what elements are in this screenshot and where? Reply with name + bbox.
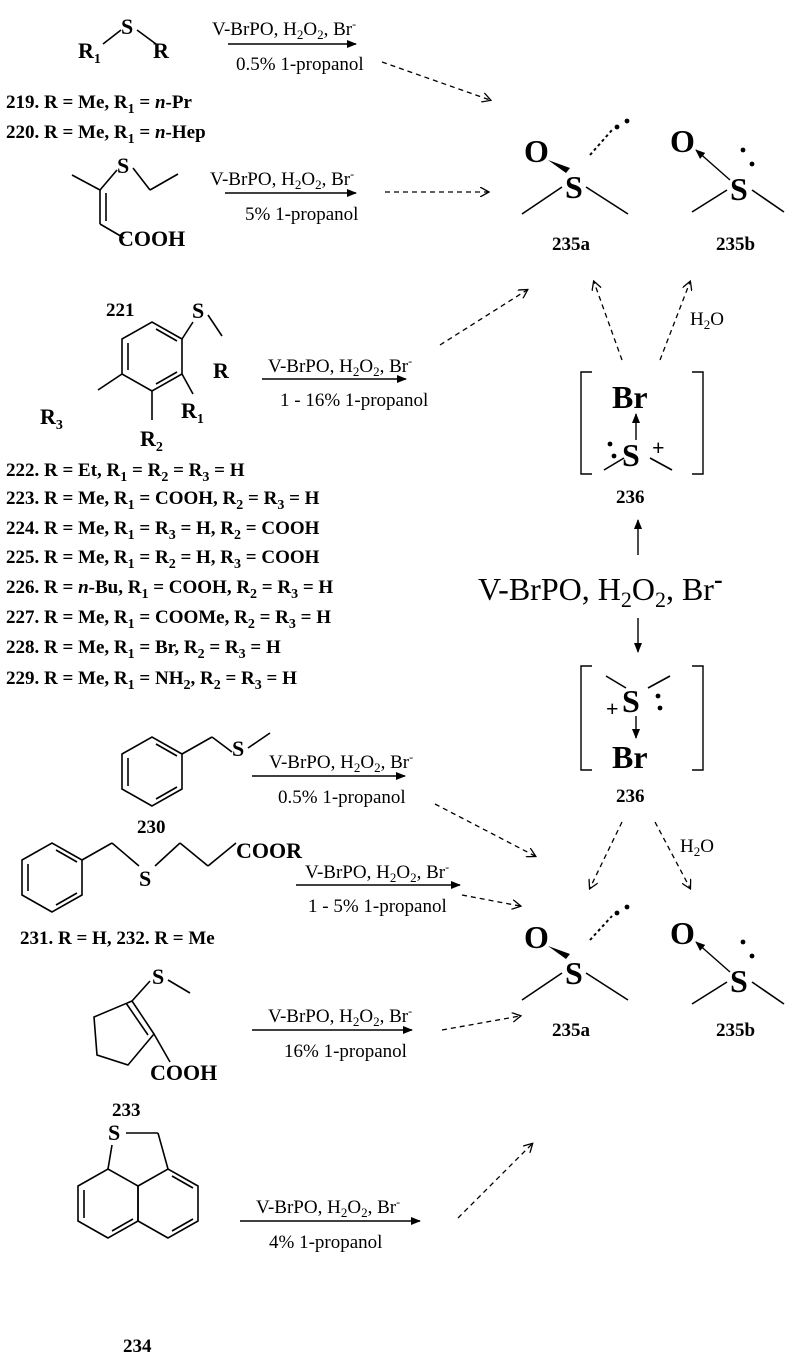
compound-number-230: 230 [137, 817, 166, 838]
substrate-233: S COOH [93, 964, 217, 1085]
compound-number-235a-top: 235a [552, 234, 591, 255]
compound-line-224: 224. R = Me, R1 = R3 = H, R2 = COOH [6, 518, 320, 543]
reagent-233: V-BrPO, H2O2, Br- [268, 1004, 412, 1029]
sulfur-235a-bottom: S [565, 955, 583, 991]
compound-line-227: 227. R = Me, R1 = COOMe, R2 = R3 = H [6, 607, 331, 632]
dashed-arrow-231 [461, 894, 520, 906]
substrate-219: R1 S R [78, 14, 170, 67]
svg-text:S: S [117, 153, 129, 178]
r1-label-222: R1 [181, 398, 204, 427]
condition-231: 1 - 5% 1-propanol [308, 896, 447, 917]
condition-219: 0.5% 1-propanol [236, 54, 364, 75]
reagent-222: V-BrPO, H2O2, Br- [268, 354, 412, 379]
bromine-236-top: Br [612, 379, 648, 415]
compound-line-225: 225. R = Me, R1 = R2 = H, R3 = COOH [6, 547, 320, 572]
cooh-221: COOH [118, 226, 185, 251]
dashed-arrow-236-235b [659, 282, 690, 361]
compound-number-221: 221 [106, 300, 135, 321]
oxygen-235b: O [670, 123, 695, 159]
compound-line-226: 226. R = n-Bu, R1 = COOH, R2 = R3 = H [6, 577, 333, 602]
condition-233: 16% 1-propanol [284, 1041, 407, 1062]
r2-label-222: R2 [140, 426, 163, 455]
oxygen-235b-bottom: O [670, 915, 695, 951]
compound-line-220: 220. R = Me, R1 = n-Hep [6, 122, 206, 147]
reagent-221: V-BrPO, H2O2, Br- [210, 167, 354, 192]
compound-number-233: 233 [112, 1100, 141, 1121]
svg-text:S: S [232, 736, 244, 761]
svg-text:S: S [192, 298, 204, 323]
product-235a-top: O S [521, 118, 630, 215]
substrate-231: S COOR [21, 838, 303, 913]
product-235b-bottom: O S [670, 915, 785, 1005]
svg-text:S: S [139, 866, 151, 891]
coor-231: COOR [236, 838, 303, 863]
compound-line-222: 222. R = Et, R1 = R2 = R3 = H [6, 460, 245, 485]
dashed-arrow-230 [434, 803, 535, 856]
sulfur-236-top: S [622, 437, 640, 473]
substrate-230: S [121, 732, 271, 807]
r1-label: R1 [78, 38, 101, 67]
condition-221: 5% 1-propanol [245, 204, 358, 225]
compound-number-236-top: 236 [616, 487, 645, 508]
dashed-arrow-233 [441, 1016, 520, 1031]
compound-number-236-bottom: 236 [616, 786, 645, 807]
sulfur-236-bottom: S [622, 683, 640, 719]
plus-236-top: + [652, 435, 665, 460]
water-bottom: H2O [680, 836, 714, 859]
dashed-arrow-234 [457, 1144, 532, 1219]
condition-230: 0.5% 1-propanol [278, 787, 406, 808]
r-label: R [153, 38, 170, 63]
bromine-236-bottom: Br [612, 739, 648, 775]
svg-text:S: S [108, 1120, 120, 1145]
compound-line-219: 219. R = Me, R1 = n-Pr [6, 92, 192, 117]
oxygen-235a-bottom: O [524, 919, 549, 955]
condition-222: 1 - 16% 1-propanol [280, 390, 428, 411]
product-235b-top: O S [670, 123, 785, 213]
intermediate-236-bottom: S + Br [580, 665, 704, 775]
intermediate-236-top: Br S + [580, 371, 704, 475]
sulfur-235b-bottom: S [730, 963, 748, 999]
compound-line-231: 231. R = H, 232. R = Me [20, 928, 215, 949]
compound-line-223: 223. R = Me, R1 = COOH, R2 = R3 = H [6, 488, 320, 513]
svg-text:S: S [152, 964, 164, 989]
substrate-222: S R R1 R2 R3 [40, 298, 230, 455]
plus-236-bottom: + [606, 696, 619, 721]
condition-234: 4% 1-propanol [269, 1232, 382, 1253]
dashed-arrow-236b-235a [590, 821, 623, 888]
substrate-221: S COOH [71, 153, 185, 251]
dashed-arrow-222 [439, 290, 527, 346]
water-top: H2O [690, 309, 724, 332]
reagent-219: V-BrPO, H2O2, Br- [212, 17, 356, 42]
compound-number-234: 234 [123, 1336, 152, 1356]
central-reagent: V-BrPO, H2O2, Br- [478, 565, 723, 612]
reagent-234: V-BrPO, H2O2, Br- [256, 1195, 400, 1220]
compound-line-228: 228. R = Me, R1 = Br, R2 = R3 = H [6, 637, 281, 662]
sulfur-label: S [121, 14, 133, 39]
dashed-arrow-236-235a [594, 282, 623, 361]
cooh-233: COOH [150, 1060, 217, 1085]
sulfur-235b: S [730, 171, 748, 207]
oxygen-235a: O [524, 133, 549, 169]
r3-label-222: R3 [40, 404, 63, 433]
compound-number-235b-bottom: 235b [716, 1020, 755, 1041]
substrate-234: S [77, 1120, 199, 1239]
dashed-arrow-219 [381, 61, 490, 100]
product-235a-bottom: O S [521, 904, 630, 1001]
r-label-222: R [213, 358, 230, 383]
dashed-arrow-236b-235b [654, 821, 690, 888]
compound-number-235a-bottom: 235a [552, 1020, 591, 1041]
compound-line-229: 229. R = Me, R1 = NH2, R2 = R3 = H [6, 668, 297, 693]
reagent-230: V-BrPO, H2O2, Br- [269, 750, 413, 775]
sulfur-235a: S [565, 169, 583, 205]
compound-number-235b-top: 235b [716, 234, 755, 255]
reagent-231: V-BrPO, H2O2, Br- [305, 860, 449, 885]
